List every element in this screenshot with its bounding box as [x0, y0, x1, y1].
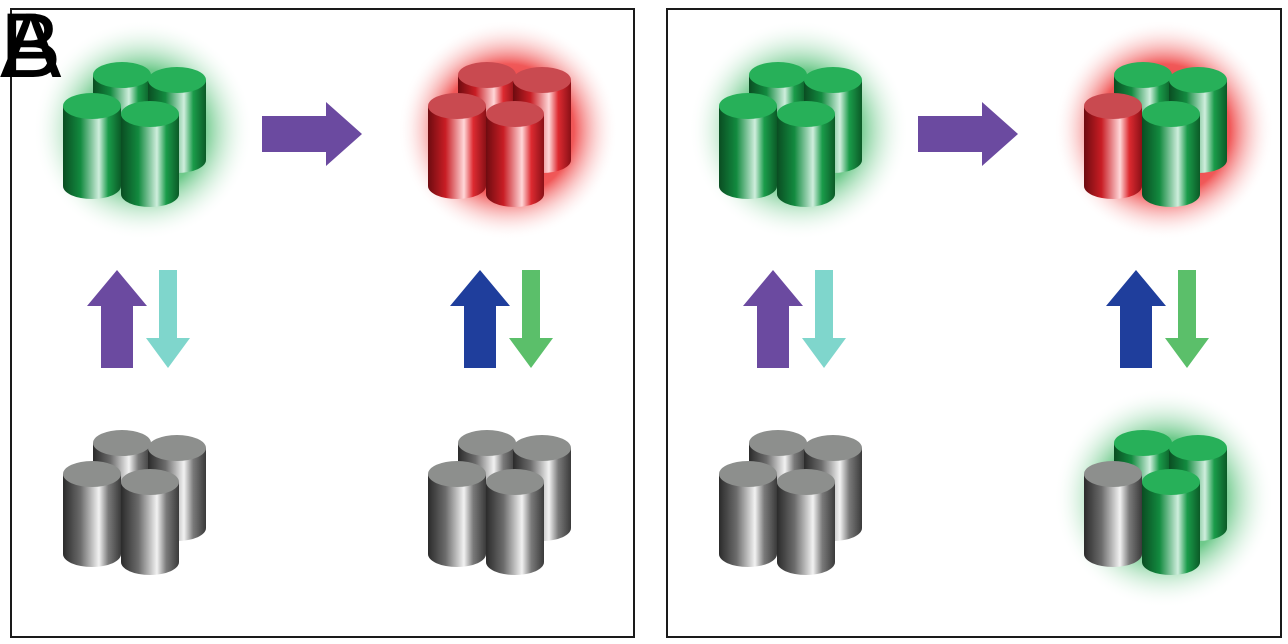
panel-a-bottom-left-cluster	[63, 430, 206, 575]
panel-b-top-left-cylinder-3	[719, 93, 777, 199]
panel-b-letter: B	[0, 0, 62, 97]
panel-a-top-right-cylinder-4	[486, 101, 544, 207]
panel-a-bottom-left-cylinder-4	[121, 469, 179, 575]
panel-b-bottom-right-cylinder-3	[1084, 461, 1142, 567]
panel-a-letter: A	[0, 0, 62, 97]
panel-b-right-up-arrow	[1106, 270, 1166, 368]
panel-b-right-down-arrow	[1165, 270, 1209, 368]
panel-b-bottom-left-cylinder-4	[777, 469, 835, 575]
panel-b-bottom-left-cluster	[719, 430, 862, 575]
panel-b-left-up-arrow	[743, 270, 803, 368]
panel-b-top-left-cluster	[719, 62, 862, 207]
panel-a-bottom-right-cylinder-3	[428, 461, 486, 567]
panel-b-top-right-cylinder-4	[1142, 101, 1200, 207]
panel-a-bottom-right-cluster	[428, 430, 571, 575]
panel-b-bottom-right-cluster	[1084, 430, 1227, 575]
panel-a-left-up-arrow	[87, 270, 147, 368]
panel-b-top-right-cluster	[1084, 62, 1227, 207]
panel-a-top-right-cylinder-3	[428, 93, 486, 199]
panel-a-right-up-arrow	[450, 270, 510, 368]
panel-a-left-down-arrow	[146, 270, 190, 368]
panel-b-horizontal-arrow	[918, 102, 1018, 166]
panel-a-bottom-left-cylinder-3	[63, 461, 121, 567]
panel-a-top-left-cylinder-4	[121, 101, 179, 207]
panel-b-top-right-cylinder-3	[1084, 93, 1142, 199]
panel-a-top-left-cluster	[63, 62, 206, 207]
panel-b-left-down-arrow	[802, 270, 846, 368]
panel-b-bottom-right-cylinder-4	[1142, 469, 1200, 575]
panel-a-bottom-right-cylinder-4	[486, 469, 544, 575]
panel-b-top-left-cylinder-4	[777, 101, 835, 207]
panel-a-horizontal-arrow	[262, 102, 362, 166]
panel-b-bottom-left-cylinder-3	[719, 461, 777, 567]
panel-a-top-right-cluster	[428, 62, 571, 207]
panel-a-right-down-arrow	[509, 270, 553, 368]
panel-a-top-left-cylinder-3	[63, 93, 121, 199]
